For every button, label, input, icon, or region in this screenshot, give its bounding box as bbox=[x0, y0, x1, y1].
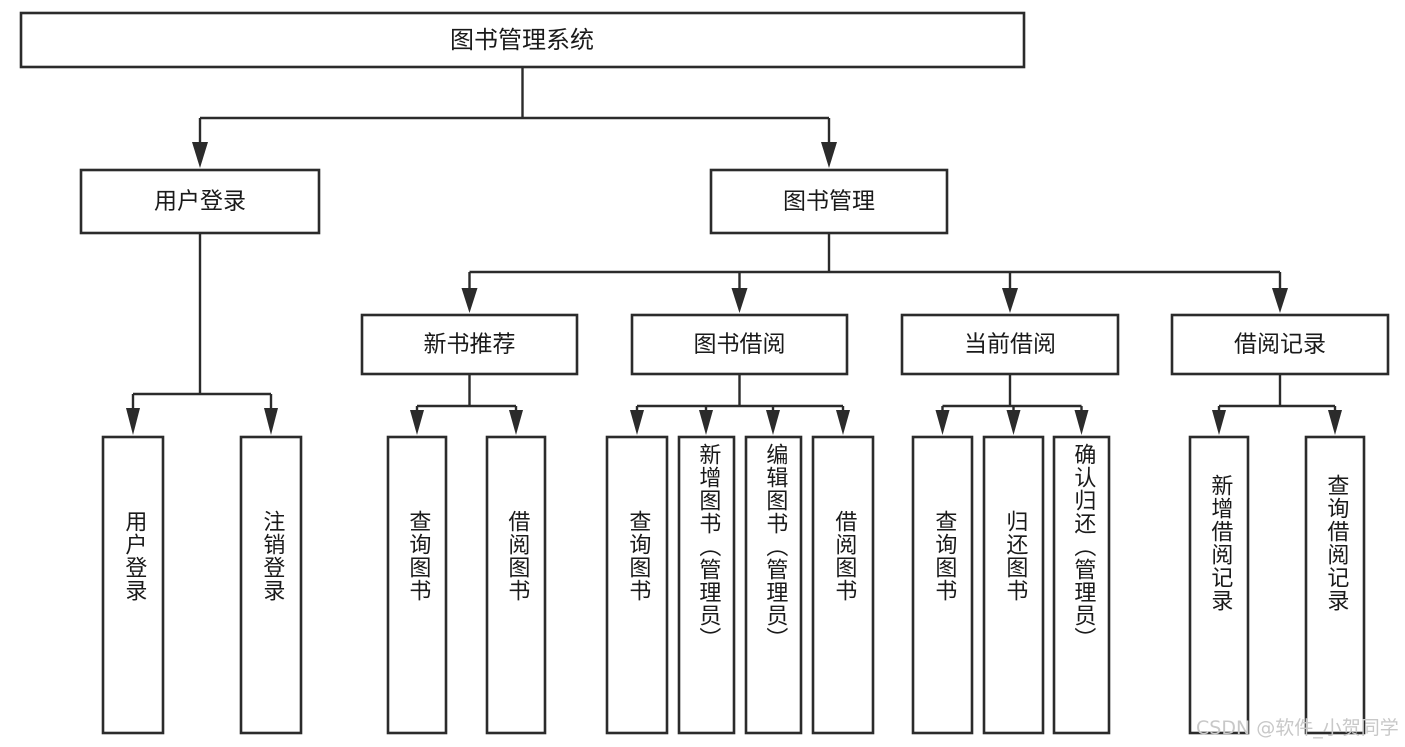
connector-group-user-login-to-leaves bbox=[126, 233, 278, 435]
node-root[interactable]: 图书管理系统 bbox=[19, 11, 1026, 69]
node-book-management-box[interactable] bbox=[709, 168, 949, 235]
connector-group-book-management-to-level3 bbox=[461, 233, 1288, 313]
node-borrow-record[interactable]: 借阅记录 bbox=[1170, 313, 1390, 376]
arrow-head-leaf-add-book bbox=[699, 410, 713, 435]
node-leaf-add-borrow-record-box[interactable] bbox=[1188, 435, 1250, 735]
connector-group-borrow-record-to-leaves bbox=[1212, 374, 1342, 435]
node-user-login-box[interactable] bbox=[79, 168, 321, 235]
node-leaf-user-logout-box[interactable] bbox=[239, 435, 303, 735]
node-book-borrow-label: 图书借阅 bbox=[694, 332, 786, 358]
arrow-head-leaf-query-book-1 bbox=[410, 410, 424, 435]
node-current-borrow-label: 当前借阅 bbox=[964, 332, 1056, 358]
arrow-head-leaf-borrow-book-1 bbox=[509, 410, 523, 435]
node-user-login-label: 用户登录 bbox=[154, 189, 246, 215]
arrow-head-leaf-borrow-book-2 bbox=[836, 410, 850, 435]
node-leaf-confirm-return-box[interactable] bbox=[1052, 435, 1111, 735]
connector-group-new-book-recommend-to-leaves bbox=[410, 374, 523, 435]
node-book-management[interactable]: 图书管理 bbox=[709, 168, 949, 235]
node-book-management-label: 图书管理 bbox=[783, 189, 875, 215]
arrow-head-leaf-user-login bbox=[126, 408, 140, 435]
node-leaf-borrow-book-1-box[interactable] bbox=[485, 435, 547, 735]
node-root-label: 图书管理系统 bbox=[450, 26, 594, 54]
node-leaf-user-login-box[interactable] bbox=[101, 435, 165, 735]
node-borrow-record-label: 借阅记录 bbox=[1234, 332, 1326, 358]
node-root-box[interactable] bbox=[19, 11, 1026, 69]
node-new-book-recommend-label: 新书推荐 bbox=[424, 332, 516, 358]
node-leaf-query-borrow-record-box[interactable] bbox=[1304, 435, 1366, 735]
arrow-head-leaf-query-borrow-record bbox=[1328, 410, 1342, 435]
node-leaf-query-book-1-box[interactable] bbox=[386, 435, 448, 735]
node-new-book-recommend-box[interactable] bbox=[360, 313, 579, 376]
node-new-book-recommend[interactable]: 新书推荐 bbox=[360, 313, 579, 376]
node-book-borrow[interactable]: 图书借阅 bbox=[630, 313, 849, 376]
arrow-head-leaf-user-logout bbox=[264, 408, 278, 435]
node-leaf-query-book-3-box[interactable] bbox=[911, 435, 974, 735]
arrow-head-book-management bbox=[821, 142, 837, 168]
node-leaf-return-book-box[interactable] bbox=[982, 435, 1045, 735]
node-borrow-record-box[interactable] bbox=[1170, 313, 1390, 376]
node-current-borrow-box[interactable] bbox=[900, 313, 1120, 376]
arrow-head-leaf-add-borrow-record bbox=[1212, 410, 1226, 435]
node-leaf-borrow-book-2-box[interactable] bbox=[811, 435, 875, 735]
node-leaf-query-book-2-box[interactable] bbox=[605, 435, 669, 735]
arrow-head-leaf-confirm-return bbox=[1074, 410, 1089, 435]
arrow-head-leaf-query-book-3 bbox=[935, 410, 950, 435]
arrow-head-book-borrow bbox=[731, 288, 748, 313]
node-current-borrow[interactable]: 当前借阅 bbox=[900, 313, 1120, 376]
arrow-head-current-borrow bbox=[1002, 288, 1018, 313]
arrow-head-user-login bbox=[192, 142, 208, 168]
node-user-login[interactable]: 用户登录 bbox=[79, 168, 321, 235]
connector-group-current-borrow-to-leaves bbox=[935, 374, 1089, 435]
arrow-head-borrow-record bbox=[1272, 288, 1288, 313]
connector-group-root-to-level2 bbox=[192, 67, 837, 168]
node-book-borrow-box[interactable] bbox=[630, 313, 849, 376]
arrow-head-leaf-edit-book bbox=[766, 410, 780, 435]
node-leaf-edit-book-box[interactable] bbox=[744, 435, 803, 735]
arrow-head-leaf-query-book-2 bbox=[630, 410, 644, 435]
csdn-watermark: CSDN @软件_小贺同学 bbox=[1196, 717, 1399, 739]
connector-group-book-borrow-to-leaves bbox=[630, 374, 850, 435]
arrow-head-new-book-recommend bbox=[461, 288, 478, 313]
node-leaf-add-book-box[interactable] bbox=[677, 435, 736, 735]
arrow-head-leaf-return-book bbox=[1006, 410, 1021, 435]
